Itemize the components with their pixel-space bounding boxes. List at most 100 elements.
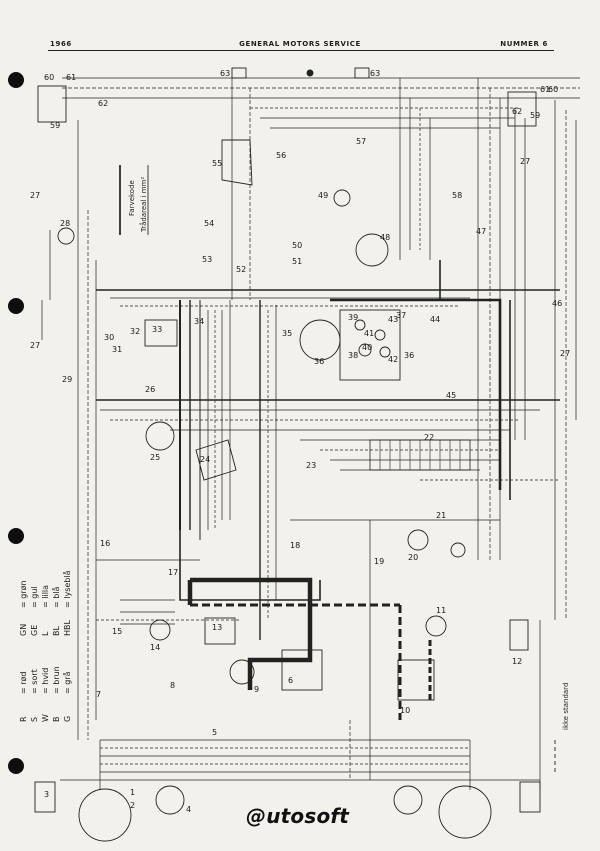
component-number: 63 <box>220 69 230 78</box>
punch-hole <box>8 298 24 314</box>
fog-lamp-left <box>155 785 185 815</box>
component-number: 15 <box>112 627 122 636</box>
component-number: 20 <box>408 553 418 562</box>
component-number: 33 <box>152 325 162 334</box>
component-number: 63 <box>370 69 380 78</box>
component-number: 60 <box>44 73 54 82</box>
component-number: 31 <box>112 345 122 354</box>
component-number: 5 <box>212 728 217 737</box>
component-number: 45 <box>446 391 456 400</box>
component-number: 53 <box>202 255 212 264</box>
header-year: 1966 <box>50 40 72 48</box>
legend-color-code-label: Farvekode <box>128 180 136 216</box>
header-title: GENERAL MOTORS SERVICE <box>239 40 361 48</box>
component-number: 18 <box>290 541 300 550</box>
connector-63-left <box>231 67 247 79</box>
color-legend-left: R= rød S= sort W= hvid B= brun G= grå <box>19 666 75 722</box>
component-number: 26 <box>145 385 155 394</box>
legend-row: GN= grøn <box>19 580 28 636</box>
connector-63-right <box>354 67 370 79</box>
component-number: 43 <box>388 315 398 324</box>
legend-row: G= grå <box>63 671 72 722</box>
headlamp-left <box>78 788 132 842</box>
rear-lamp-left <box>37 85 67 123</box>
component-number: 51 <box>292 257 302 266</box>
component-number: 55 <box>212 159 222 168</box>
component-number: 13 <box>212 623 222 632</box>
component-number: 56 <box>276 151 286 160</box>
component-number: 35 <box>282 329 292 338</box>
not-standard-note: ikke standard <box>562 682 570 730</box>
component-symbols <box>34 67 556 842</box>
watermark: @utosoft <box>246 804 350 828</box>
component-number: 61 <box>66 73 76 82</box>
legend-row: HBL= lyseblå <box>63 570 72 637</box>
header-rule <box>48 50 554 51</box>
component-number: 42 <box>388 355 398 364</box>
component-number: 2 <box>130 801 135 810</box>
component-number: 3 <box>44 790 49 799</box>
component-number: 38 <box>348 351 358 360</box>
component-number: 27 <box>520 157 530 166</box>
component-number: 29 <box>62 375 72 384</box>
legend-row: W= hvid <box>41 667 50 722</box>
component-number: 11 <box>436 606 446 615</box>
component-number: 14 <box>150 643 160 652</box>
legend-wire-size-label: Trådareal i mm² <box>140 176 148 232</box>
component-number: 52 <box>236 265 246 274</box>
component-number: 30 <box>104 333 114 342</box>
component-numbers: 3 1 2 4 5 6 7 8 9 10 11 12 13 14 15 16 1… <box>30 69 570 814</box>
component-number: 6 <box>288 676 293 685</box>
component-number: 17 <box>168 568 178 577</box>
component-number: 16 <box>100 539 110 548</box>
component-number: 54 <box>204 219 214 228</box>
component-number: 59 <box>530 111 540 120</box>
component-number: 28 <box>60 219 70 228</box>
legend-row: S= sort <box>30 669 39 722</box>
component-number: 7 <box>96 690 101 699</box>
component-number: 25 <box>150 453 160 462</box>
component-number: 59 <box>50 121 60 130</box>
component-number: 48 <box>380 233 390 242</box>
component-number: 19 <box>374 557 384 566</box>
component-number: 27 <box>30 341 40 350</box>
component-number: 61 <box>540 85 550 94</box>
component-number: 36 <box>404 351 414 360</box>
component-number: 27 <box>560 349 570 358</box>
component-number: 47 <box>476 227 486 236</box>
component-number: 58 <box>452 191 462 200</box>
component-number: 27 <box>30 191 40 200</box>
legend-row: BL= blå <box>52 586 61 636</box>
component-number: 50 <box>292 241 302 250</box>
component-number: 23 <box>306 461 316 470</box>
component-number: 36 <box>314 357 324 366</box>
punch-hole <box>8 528 24 544</box>
component-number: 39 <box>348 313 358 322</box>
component-number: 32 <box>130 327 140 336</box>
component-number: 57 <box>356 137 366 146</box>
wire-harness-frame <box>41 77 580 790</box>
component-number: 46 <box>552 299 562 308</box>
component-number: 22 <box>424 433 434 442</box>
component-number: 12 <box>512 657 522 666</box>
fog-lamp-right <box>393 785 423 815</box>
punch-hole <box>8 72 24 88</box>
legend-row: B= brun <box>52 666 61 722</box>
component-number: 9 <box>254 685 259 694</box>
component-number: 8 <box>170 681 175 690</box>
legend-row: L= lilla <box>41 584 50 636</box>
component-number: 62 <box>98 99 108 108</box>
component-number: 40 <box>362 343 372 352</box>
legend-key-bars <box>119 165 149 235</box>
component-number: 41 <box>364 329 374 338</box>
color-legend-right: GN= grøn GE= gul L= lilla BL= blå HBL= l… <box>19 570 75 637</box>
component-number: 4 <box>186 805 191 814</box>
legend-row: GE= gul <box>30 586 39 636</box>
headlamp-right <box>438 785 492 839</box>
component-number: 62 <box>512 107 522 116</box>
component-number: 10 <box>400 706 410 715</box>
component-number: 49 <box>318 191 328 200</box>
component-number: 44 <box>430 315 440 324</box>
punch-hole <box>8 758 24 774</box>
